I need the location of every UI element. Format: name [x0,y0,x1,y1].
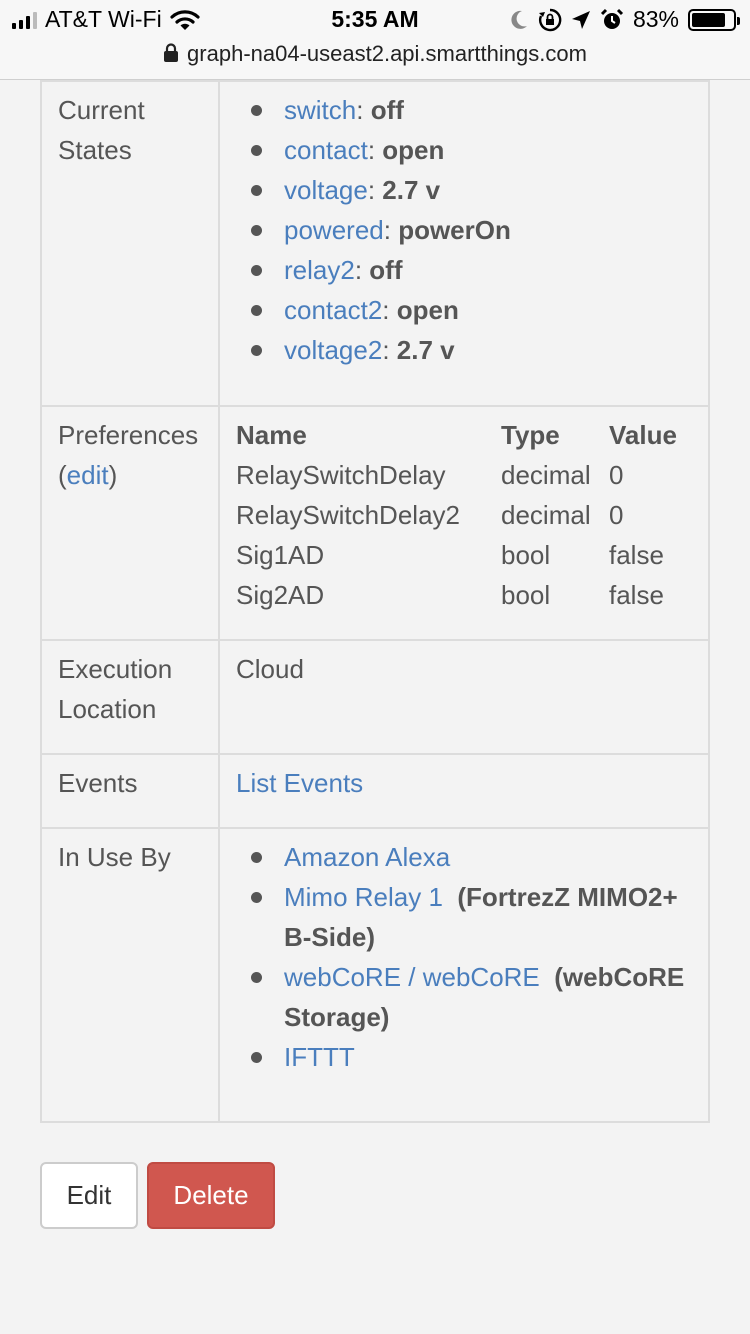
preferences-edit-link[interactable]: edit [66,460,109,490]
pref-name: RelaySwitchDelay2 [236,500,460,530]
app-link-webcore[interactable]: webCoRE / webCoRE [284,962,540,992]
state-link-voltage[interactable]: voltage [284,175,368,205]
carrier-label: AT&T Wi-Fi [45,6,162,32]
pref-type: decimal [501,460,591,490]
status-icons: 83% [509,6,740,33]
battery-percent: 83% [632,6,679,32]
preferences-table: Name Type Value RelaySwitchDelay decimal… [236,415,692,615]
lock-icon [164,43,179,62]
pref-type: bool [501,540,551,570]
preferences-value: Name Type Value RelaySwitchDelay decimal… [218,405,710,641]
events-label: Events [40,753,220,829]
state-link-contact[interactable]: contact [284,135,368,165]
clock: 5:35 AM [331,6,419,32]
state-link-contact2[interactable]: contact2 [284,295,383,325]
list-events-link[interactable]: List Events [236,768,364,798]
device-properties-table: Current States switch: off contact: open… [40,80,710,1123]
pref-name: Sig2AD [236,580,325,610]
url-text: graph-na04-useast2.api.smartthings.com [187,41,587,66]
moon-icon [511,10,527,29]
location-icon [571,10,590,29]
state-value: 2.7 v [396,335,455,365]
rotation-lock-icon [538,8,562,31]
state-value: powerOn [398,215,511,245]
pref-value: false [609,540,664,570]
table-row: RelaySwitchDelay2 decimal 0 [236,495,692,535]
edit-button[interactable]: Edit [40,1162,138,1229]
url-bar[interactable]: graph-na04-useast2.api.smartthings.com [0,40,750,80]
state-value: 2.7 v [382,175,441,205]
list-item: contact2: open [251,290,692,330]
list-item: contact: open [251,130,692,170]
events-value: List Events [218,753,710,829]
preferences-label: Preferences(edit) [40,405,220,641]
carrier-group: AT&T Wi-Fi [12,6,200,33]
app-note: (webCoRE Storage) [284,962,685,1032]
wifi-icon [170,9,200,30]
state-value: off [370,95,404,125]
current-states-value: switch: off contact: open voltage: 2.7 v… [218,80,710,407]
in-use-by-label: In Use By [40,827,220,1123]
list-item: voltage2: 2.7 v [251,330,692,370]
action-buttons: Edit Delete [40,1162,275,1229]
preferences-header-row: Name Type Value [236,415,692,455]
events-row: Events List Events [40,753,710,829]
state-value: open [382,135,445,165]
list-item: Amazon Alexa [251,837,692,877]
state-value: open [396,295,459,325]
pref-name: Sig1AD [236,540,325,570]
execution-location-value: Cloud [218,639,710,755]
in-use-by-list: Amazon Alexa Mimo Relay 1 (FortrezZ MIMO… [236,837,692,1077]
table-row: RelaySwitchDelay decimal 0 [236,455,692,495]
state-link-relay2[interactable]: relay2 [284,255,355,285]
app-link-amazon-alexa[interactable]: Amazon Alexa [284,842,451,872]
state-link-switch[interactable]: switch [284,95,357,125]
pref-type: decimal [501,500,591,530]
pref-value: false [609,580,664,610]
list-item: relay2: off [251,250,692,290]
list-item: powered: powerOn [251,210,692,250]
current-states-list: switch: off contact: open voltage: 2.7 v… [236,90,692,370]
current-states-label: Current States [40,80,220,407]
pref-value: 0 [609,460,624,490]
preferences-label-text: Preferences [58,420,199,450]
state-value: off [369,255,403,285]
app-link-ifttt[interactable]: IFTTT [284,1042,355,1072]
pref-header-type: Type [501,420,560,450]
alarm-icon [600,8,624,29]
execution-location-label: Execution Location [40,639,220,755]
battery-icon [688,8,740,31]
list-item: switch: off [251,90,692,130]
state-link-voltage2[interactable]: voltage2 [284,335,383,365]
app-link-mimo-relay[interactable]: Mimo Relay 1 [284,882,443,912]
list-item: IFTTT [251,1037,692,1077]
in-use-by-row: In Use By Amazon Alexa Mimo Relay 1 (For… [40,827,710,1123]
execution-location-row: Execution Location Cloud [40,639,710,755]
pref-header-value: Value [609,420,677,450]
current-states-row: Current States switch: off contact: open… [40,80,710,407]
in-use-by-value: Amazon Alexa Mimo Relay 1 (FortrezZ MIMO… [218,827,710,1123]
state-link-powered[interactable]: powered [284,215,384,245]
list-item: Mimo Relay 1 (FortrezZ MIMO2+ B-Side) [251,877,692,957]
preferences-row: Preferences(edit) Name Type Value RelayS… [40,405,710,641]
list-item: webCoRE / webCoRE (webCoRE Storage) [251,957,692,1037]
pref-value: 0 [609,500,624,530]
table-row: Sig2AD bool false [236,575,692,615]
pref-name: RelaySwitchDelay [236,460,446,490]
delete-button[interactable]: Delete [147,1162,275,1229]
pref-header-name: Name [236,420,307,450]
pref-type: bool [501,580,551,610]
list-item: voltage: 2.7 v [251,170,692,210]
signal-icon [12,11,37,29]
table-row: Sig1AD bool false [236,535,692,575]
status-bar: AT&T Wi-Fi 5:35 AM 83% [0,0,750,40]
app-note: (FortrezZ MIMO2+ B-Side) [284,882,678,952]
